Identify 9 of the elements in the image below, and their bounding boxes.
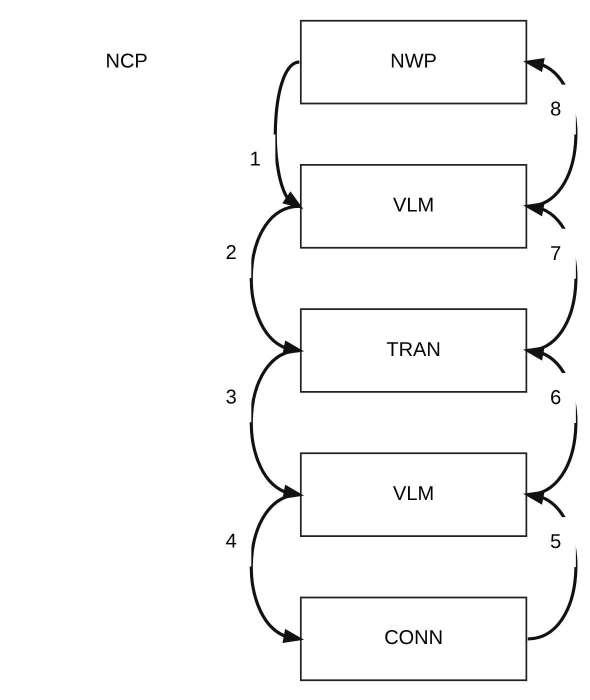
edge-label: 3 xyxy=(226,386,237,408)
edge-label: 6 xyxy=(550,386,562,408)
edge-label: 7 xyxy=(550,242,562,264)
edge-label: 8 xyxy=(550,98,562,120)
label: NCP xyxy=(106,50,148,72)
edge-label: 2 xyxy=(226,242,237,264)
edge-label: 1 xyxy=(250,148,261,170)
edge-label: 4 xyxy=(226,530,237,552)
edge-label: 5 xyxy=(550,530,562,553)
